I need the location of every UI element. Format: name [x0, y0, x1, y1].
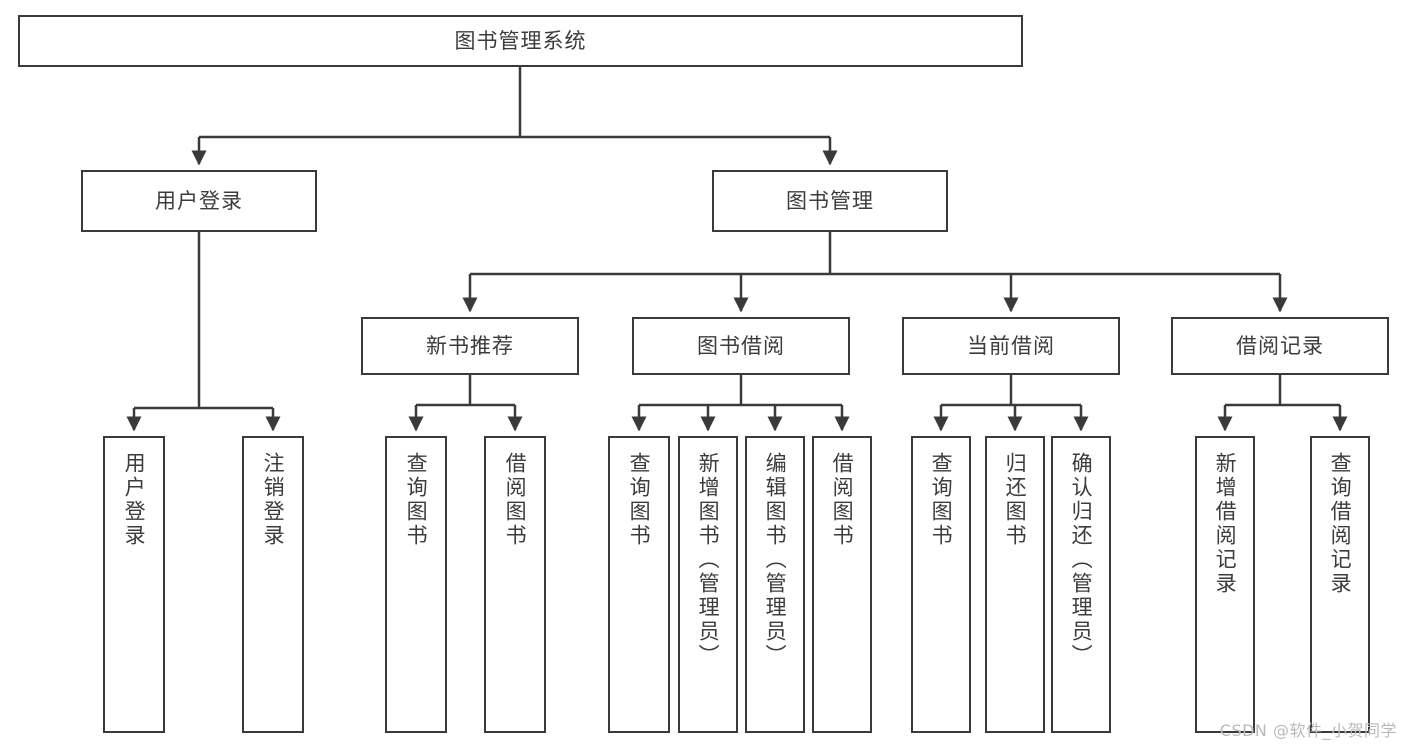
- node-new-book-recommend[interactable]: 新书推荐: [361, 317, 579, 375]
- node-leaf-add-borrow-record-label: 新增借阅记录: [1213, 452, 1238, 596]
- node-leaf-logout[interactable]: 注销登录: [242, 436, 304, 733]
- node-book-borrow[interactable]: 图书借阅: [632, 317, 850, 375]
- node-leaf-borrow-book[interactable]: 借阅图书: [812, 436, 872, 733]
- node-leaf-edit-book-admin-label: 编辑图书（管理员）: [763, 452, 788, 668]
- node-current-borrow-label: 当前借阅: [967, 333, 1055, 358]
- node-leaf-confirm-return-admin[interactable]: 确认归还（管理员）: [1051, 436, 1111, 733]
- node-leaf-query-book-borrow-label: 查询图书: [627, 452, 652, 548]
- watermark: CSDN @软件_小贺同学: [1219, 721, 1397, 740]
- node-leaf-borrow-book-recommend-label: 借阅图书: [503, 452, 528, 548]
- node-user-login-label: 用户登录: [155, 188, 243, 213]
- node-leaf-return-book[interactable]: 归还图书: [985, 436, 1045, 733]
- node-leaf-user-login[interactable]: 用户登录: [103, 436, 165, 733]
- node-leaf-logout-label: 注销登录: [261, 452, 286, 548]
- node-book-management[interactable]: 图书管理: [712, 170, 948, 232]
- node-leaf-query-book-current[interactable]: 查询图书: [911, 436, 971, 733]
- node-leaf-add-book-admin-label: 新增图书（管理员）: [696, 452, 721, 668]
- node-leaf-borrow-book-recommend[interactable]: 借阅图书: [484, 436, 546, 733]
- node-leaf-borrow-book-label: 借阅图书: [830, 452, 855, 548]
- node-root[interactable]: 图书管理系统: [18, 15, 1023, 67]
- node-leaf-return-book-label: 归还图书: [1003, 452, 1028, 548]
- node-leaf-add-book-admin[interactable]: 新增图书（管理员）: [678, 436, 738, 733]
- node-leaf-confirm-return-admin-label: 确认归还（管理员）: [1069, 452, 1094, 668]
- node-leaf-query-borrow-record[interactable]: 查询借阅记录: [1310, 436, 1370, 733]
- node-leaf-query-book-current-label: 查询图书: [929, 452, 954, 548]
- node-leaf-query-book-borrow[interactable]: 查询图书: [608, 436, 670, 733]
- node-root-label: 图书管理系统: [454, 28, 587, 53]
- node-leaf-user-login-label: 用户登录: [122, 452, 147, 548]
- node-leaf-query-book-recommend[interactable]: 查询图书: [385, 436, 447, 733]
- node-leaf-query-borrow-record-label: 查询借阅记录: [1328, 452, 1353, 596]
- node-book-management-label: 图书管理: [786, 188, 874, 213]
- node-borrow-record[interactable]: 借阅记录: [1171, 317, 1389, 375]
- node-user-login[interactable]: 用户登录: [81, 170, 317, 232]
- node-leaf-add-borrow-record[interactable]: 新增借阅记录: [1195, 436, 1255, 733]
- node-borrow-record-label: 借阅记录: [1236, 333, 1324, 358]
- node-leaf-edit-book-admin[interactable]: 编辑图书（管理员）: [745, 436, 805, 733]
- node-book-borrow-label: 图书借阅: [697, 333, 785, 358]
- node-new-book-recommend-label: 新书推荐: [426, 333, 514, 358]
- node-leaf-query-book-recommend-label: 查询图书: [404, 452, 429, 548]
- node-current-borrow[interactable]: 当前借阅: [902, 317, 1120, 375]
